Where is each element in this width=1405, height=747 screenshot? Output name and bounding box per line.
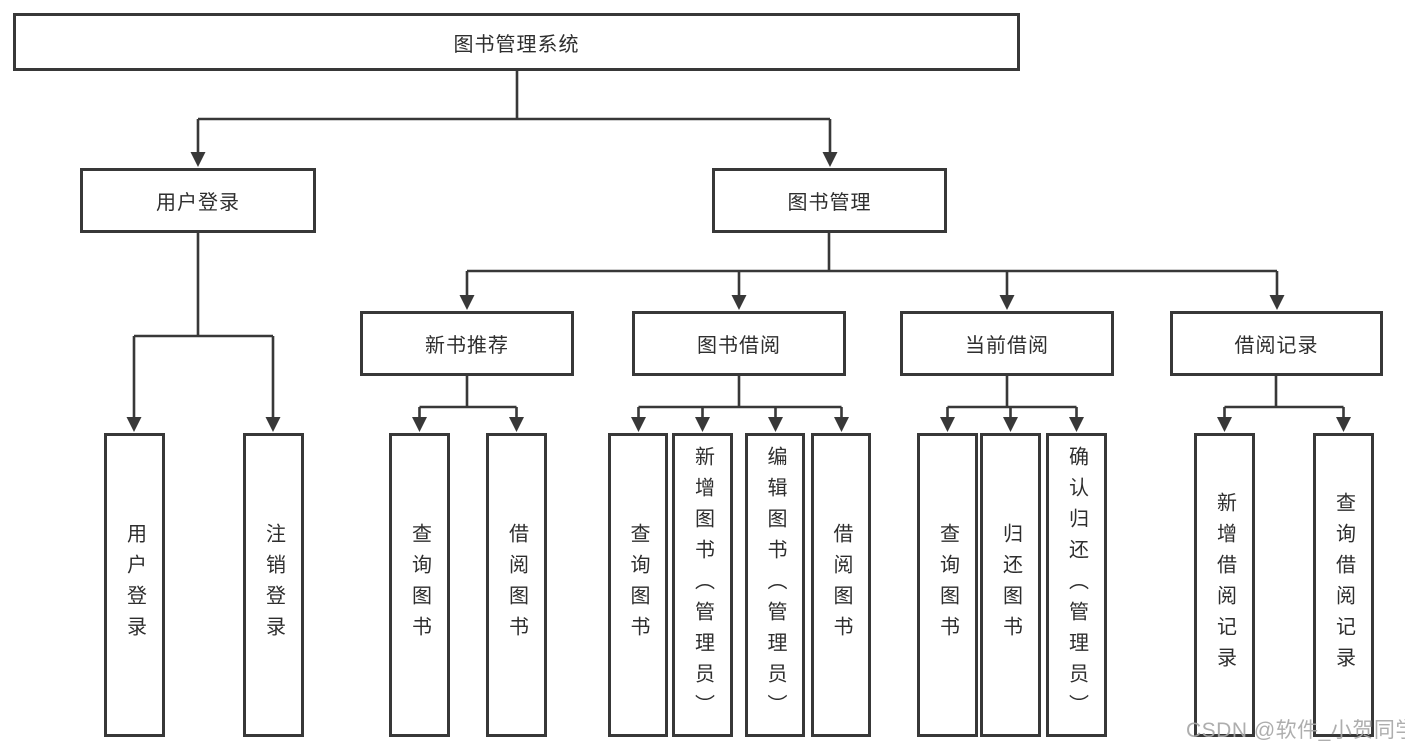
node-leaf-current-query: 查询图书 bbox=[917, 433, 978, 737]
node-new-book-recommend: 新书推荐 bbox=[360, 311, 574, 376]
node-leaf-user-login-label: 用户登录 bbox=[123, 523, 146, 647]
node-leaf-newbook-query: 查询图书 bbox=[389, 433, 450, 737]
node-leaf-borrow-borrow: 借阅图书 bbox=[811, 433, 871, 737]
node-leaf-borrow-add: 新增图书（管理员） bbox=[672, 433, 733, 737]
node-new-book-recommend-label: 新书推荐 bbox=[425, 335, 509, 357]
node-book-management-label: 图书管理 bbox=[787, 192, 872, 214]
edge-currentborrow-to-leaves bbox=[940, 376, 1084, 432]
node-leaf-logout: 注销登录 bbox=[243, 433, 304, 737]
node-current-borrowing: 当前借阅 bbox=[900, 311, 1114, 376]
node-current-borrowing-label: 当前借阅 bbox=[965, 335, 1049, 357]
node-root-label: 图书管理系统 bbox=[453, 33, 580, 56]
node-leaf-record-add-label: 新增借阅记录 bbox=[1213, 492, 1236, 678]
node-leaf-newbook-borrow-label: 借阅图书 bbox=[505, 523, 528, 647]
node-leaf-current-return: 归还图书 bbox=[980, 433, 1041, 737]
node-leaf-newbook-borrow: 借阅图书 bbox=[486, 433, 547, 737]
node-borrowing-records-label: 借阅记录 bbox=[1234, 335, 1319, 357]
node-leaf-borrow-borrow-label: 借阅图书 bbox=[830, 523, 852, 647]
edge-userlogin-to-leaves bbox=[126, 232, 281, 432]
node-book-borrowing: 图书借阅 bbox=[632, 311, 846, 376]
node-leaf-logout-label: 注销登录 bbox=[262, 523, 285, 647]
node-leaf-record-query-label: 查询借阅记录 bbox=[1332, 492, 1355, 678]
node-leaf-borrow-edit: 编辑图书（管理员） bbox=[745, 433, 805, 737]
node-root-system: 图书管理系统 bbox=[13, 13, 1020, 71]
edge-root-to-level2 bbox=[190, 70, 838, 167]
node-book-management: 图书管理 bbox=[712, 168, 947, 233]
node-leaf-newbook-query-label: 查询图书 bbox=[408, 523, 431, 647]
node-leaf-user-login: 用户登录 bbox=[104, 433, 165, 737]
edge-newbookrec-to-leaves bbox=[412, 376, 524, 432]
node-leaf-borrow-query: 查询图书 bbox=[608, 433, 668, 737]
node-leaf-record-query: 查询借阅记录 bbox=[1313, 433, 1374, 737]
node-borrowing-records: 借阅记录 bbox=[1170, 311, 1383, 376]
edge-bookmgmt-to-level3 bbox=[459, 232, 1285, 310]
node-leaf-current-query-label: 查询图书 bbox=[936, 523, 959, 647]
edge-borrowrecords-to-leaves bbox=[1217, 376, 1351, 432]
node-user-login-group-label: 用户登录 bbox=[156, 192, 240, 214]
node-leaf-record-add: 新增借阅记录 bbox=[1194, 433, 1255, 737]
node-leaf-current-confirm: 确认归还（管理员） bbox=[1046, 433, 1107, 737]
node-book-borrowing-label: 图书借阅 bbox=[697, 335, 781, 357]
node-leaf-borrow-edit-label: 编辑图书（管理员） bbox=[764, 445, 786, 725]
edge-bookborrow-to-leaves bbox=[631, 376, 849, 432]
node-leaf-current-return-label: 归还图书 bbox=[999, 523, 1022, 647]
node-leaf-borrow-query-label: 查询图书 bbox=[627, 523, 649, 647]
watermark: CSDN @软件_小贺同学 bbox=[1186, 719, 1405, 742]
node-user-login-group: 用户登录 bbox=[80, 168, 316, 233]
node-leaf-current-confirm-label: 确认归还（管理员） bbox=[1065, 445, 1088, 725]
node-leaf-borrow-add-label: 新增图书（管理员） bbox=[691, 445, 714, 725]
